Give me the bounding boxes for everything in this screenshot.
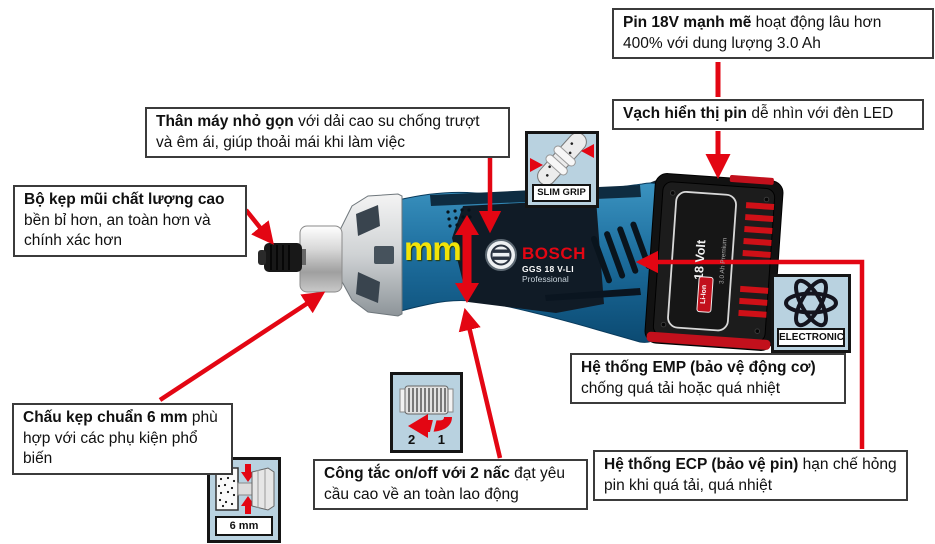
battery-liion-badge: Li-Ion xyxy=(696,276,714,313)
six-mm-label: 6 mm xyxy=(215,516,273,536)
two-stage-switch-art xyxy=(399,385,454,440)
electronic-label: ELECTRONIC xyxy=(777,328,845,347)
callout-collet-6mm: Chấu kẹp chuẩn 6 mm phù hợp với các phụ … xyxy=(12,403,233,475)
series-text: Professional xyxy=(522,274,569,284)
electronic-icon: ELECTRONIC xyxy=(771,274,851,353)
collet xyxy=(258,243,306,272)
callout-switch: Công tắc on/off với 2 nấc đạt yêu cầu ca… xyxy=(313,459,588,511)
dimension-double-arrow xyxy=(455,215,479,303)
callout-arrows xyxy=(158,62,865,459)
slim-grip-icon: SLIM GRIP xyxy=(525,131,599,208)
callout-emp: Hệ thống EMP (bảo vệ động cơ) chống quá … xyxy=(570,353,846,405)
callout-battery-indicator: Vạch hiển thị pin dễ nhìn với đèn LED xyxy=(612,99,924,130)
slim-grip-label: SLIM GRIP xyxy=(532,184,591,202)
callout-battery-power: Pin 18V mạnh mẽ hoạt động lâu hơn 400% v… xyxy=(612,8,934,60)
switch-stage-2-label: 2 xyxy=(408,432,416,447)
slim-grip-art xyxy=(530,132,594,186)
brand-text: BOSCH xyxy=(522,244,586,263)
six-mm-art xyxy=(215,464,275,514)
dimension-label: mm xyxy=(404,230,462,267)
electronic-art xyxy=(784,278,838,328)
callout-ecp: Hệ thống ECP (bảo vệ pin) hạn chế hỏng p… xyxy=(593,450,908,502)
callout-compact-body: Thân máy nhỏ gọn với dải cao su chống tr… xyxy=(145,107,510,159)
bosch-logo-icon xyxy=(485,239,517,271)
six-mm-collet-icon: 6 mm xyxy=(207,457,281,543)
switch-stage-1-label: 1 xyxy=(437,432,445,447)
callout-collet-quality: Bộ kẹp mũi chất lượng cao bền bỉ hơn, an… xyxy=(13,185,247,257)
two-stage-switch-icon: 2 1 xyxy=(390,372,463,453)
model-text: GGS 18 V-LI xyxy=(522,264,574,274)
